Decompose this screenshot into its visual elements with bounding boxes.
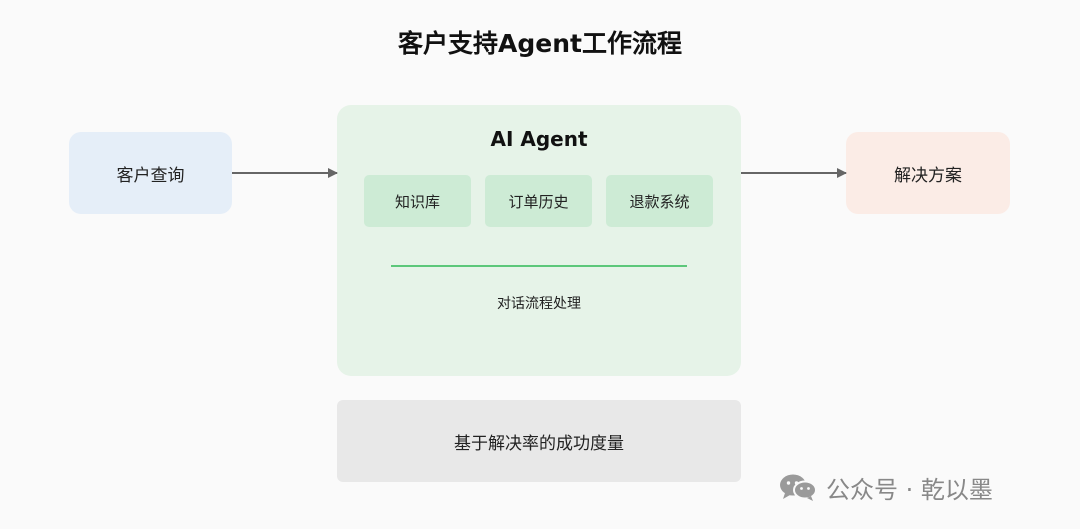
- tool-order-history: 订单历史: [485, 175, 592, 227]
- watermark-text: 公众号 · 乾以墨: [826, 475, 993, 504]
- wechat-icon: [780, 474, 817, 501]
- tool-knowledge-base: 知识库: [364, 175, 471, 227]
- ai-agent-container: AI Agent 知识库 订单历史 退款系统 对话流程处理: [337, 105, 741, 376]
- solution-node: 解决方案: [846, 132, 1010, 214]
- tool-refund-system: 退款系统: [606, 175, 713, 227]
- tool-order-history-label: 订单历史: [508, 192, 569, 211]
- dialog-flow-label: 对话流程处理: [497, 296, 581, 312]
- watermark: 公众号 · 乾以墨: [778, 470, 993, 504]
- customer-query-label: 客户查询: [116, 165, 185, 186]
- tool-refund-system-label: 退款系统: [629, 192, 690, 211]
- ai-agent-title: AI Agent: [490, 127, 588, 151]
- diagram-title: 客户支持Agent工作流程: [398, 29, 682, 58]
- success-metric-node: 基于解决率的成功度量: [337, 400, 741, 482]
- solution-label: 解决方案: [894, 165, 962, 186]
- customer-query-node: 客户查询: [69, 132, 232, 214]
- dialog-flow-line: [391, 265, 687, 267]
- tool-knowledge-base-label: 知识库: [394, 192, 440, 211]
- success-metric-label: 基于解决率的成功度量: [454, 433, 624, 454]
